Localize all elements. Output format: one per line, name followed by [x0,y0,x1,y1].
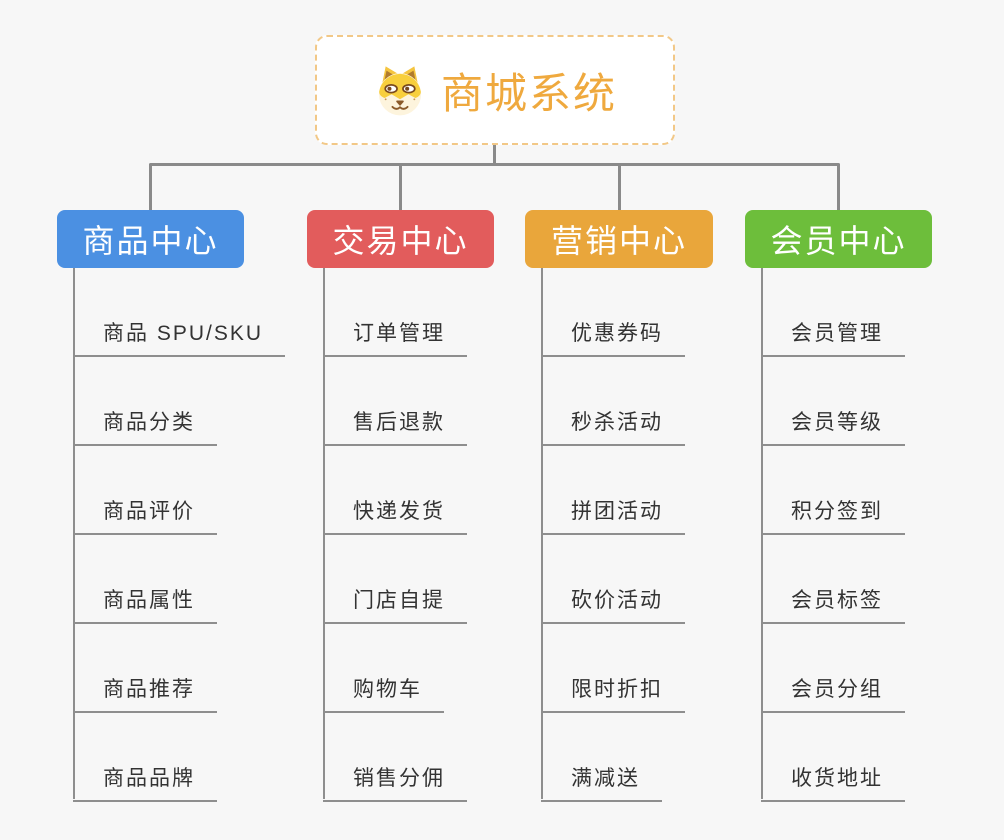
leaf-node[interactable]: 限时折扣 [541,673,685,713]
leaf-node[interactable]: 会员管理 [761,317,905,357]
branch-children-trade: 订单管理 售后退款 快递发货 门店自提 购物车 销售分佣 [323,268,467,802]
leaf-node[interactable]: 商品评价 [73,495,217,535]
leaf-node[interactable]: 会员标签 [761,584,905,624]
branch-spine-line [323,268,325,799]
connector-drop-members [837,164,840,210]
connector-root-drop [493,145,496,164]
leaf-node[interactable]: 会员等级 [761,406,905,446]
branch-node-trade[interactable]: 交易中心 [307,210,494,268]
branch-children-members: 会员管理 会员等级 积分签到 会员标签 会员分组 收货地址 [761,268,905,802]
leaf-node[interactable]: 商品推荐 [73,673,217,713]
leaf-node[interactable]: 商品 SPU/SKU [73,317,286,357]
leaf-node[interactable]: 会员分组 [761,673,905,713]
leaf-node[interactable]: 满减送 [541,762,662,802]
leaf-node[interactable]: 商品属性 [73,584,217,624]
leaf-node[interactable]: 秒杀活动 [541,406,685,446]
leaf-node[interactable]: 订单管理 [323,317,467,357]
branch-node-marketing[interactable]: 营销中心 [525,210,713,268]
root-node[interactable]: 商城系统 [315,35,675,145]
branch-node-members[interactable]: 会员中心 [745,210,932,268]
leaf-node[interactable]: 购物车 [323,673,444,713]
shiba-dog-face-icon [378,66,422,116]
branch-node-products[interactable]: 商品中心 [57,210,244,268]
connector-drop-trade [399,164,402,210]
root-title: 商城系统 [440,69,617,117]
branch-spine-line [73,268,75,799]
leaf-node[interactable]: 拼团活动 [541,495,685,535]
leaf-node[interactable]: 优惠券码 [541,317,685,357]
branch-spine-line [541,268,543,799]
leaf-node[interactable]: 快递发货 [323,495,467,535]
branch-children-marketing: 优惠券码 秒杀活动 拼团活动 砍价活动 限时折扣 满减送 [541,268,685,802]
leaf-node[interactable]: 售后退款 [323,406,467,446]
connector-bus-line [149,163,840,166]
branch-children-products: 商品 SPU/SKU 商品分类 商品评价 商品属性 商品推荐 商品品牌 [73,268,286,802]
connector-drop-products [149,164,152,210]
leaf-node[interactable]: 门店自提 [323,584,467,624]
leaf-node[interactable]: 积分签到 [761,495,905,535]
connector-drop-marketing [618,164,621,210]
leaf-node[interactable]: 砍价活动 [541,584,685,624]
leaf-node[interactable]: 销售分佣 [323,762,467,802]
leaf-node[interactable]: 商品分类 [73,406,217,446]
branch-spine-line [761,268,763,799]
leaf-node[interactable]: 收货地址 [761,762,905,802]
leaf-node[interactable]: 商品品牌 [73,762,217,802]
